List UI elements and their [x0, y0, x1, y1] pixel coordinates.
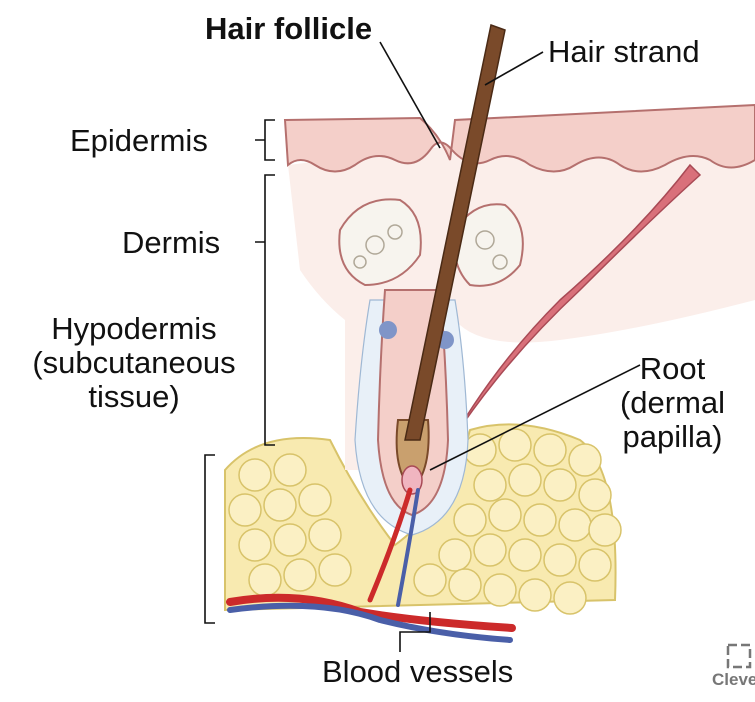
fat-cell [454, 504, 486, 536]
fat-cell [239, 459, 271, 491]
fat-cell [534, 434, 566, 466]
fat-cell [544, 544, 576, 576]
label-hypodermis-line1: Hypodermis [10, 312, 258, 346]
fat-cell [474, 469, 506, 501]
fat-cell [239, 529, 271, 561]
fat-cell [569, 444, 601, 476]
fat-cell [589, 514, 621, 546]
label-hair-strand: Hair strand [548, 35, 700, 69]
fat-cell [559, 509, 591, 541]
fat-cell [229, 494, 261, 526]
watermark-logo [728, 645, 750, 667]
fat-cell [264, 489, 296, 521]
fat-cell [439, 539, 471, 571]
fat-cell [274, 524, 306, 556]
fat-cell [509, 539, 541, 571]
fat-cell [274, 454, 306, 486]
fat-cell [474, 534, 506, 566]
label-root: Root (dermal papilla) [600, 352, 745, 454]
fat-cell [554, 582, 586, 614]
fat-cell [414, 564, 446, 596]
fat-cell [484, 574, 516, 606]
fat-cell [319, 554, 351, 586]
fat-cell [579, 479, 611, 511]
label-root-line2: (dermal [600, 386, 745, 420]
fat-cell [509, 464, 541, 496]
label-root-line3: papilla) [600, 420, 745, 454]
fat-cell [519, 579, 551, 611]
fat-cell [524, 504, 556, 536]
watermark-text: Clevel [712, 670, 755, 690]
label-hypodermis-line3: tissue) [10, 380, 258, 414]
label-hypodermis-line2: (subcutaneous [10, 346, 258, 380]
diagram-title: Hair follicle [205, 12, 372, 46]
label-root-line1: Root [600, 352, 745, 386]
fat-cell [309, 519, 341, 551]
fat-cell [489, 499, 521, 531]
label-hypodermis: Hypodermis (subcutaneous tissue) [10, 312, 258, 414]
label-blood-vessels: Blood vessels [322, 655, 513, 689]
fat-cell [249, 564, 281, 596]
fat-cell [449, 569, 481, 601]
label-dermis: Dermis [122, 226, 220, 260]
fat-cell [544, 469, 576, 501]
fat-cell [299, 484, 331, 516]
fat-cell [284, 559, 316, 591]
fat-cell [579, 549, 611, 581]
label-epidermis: Epidermis [70, 124, 208, 158]
